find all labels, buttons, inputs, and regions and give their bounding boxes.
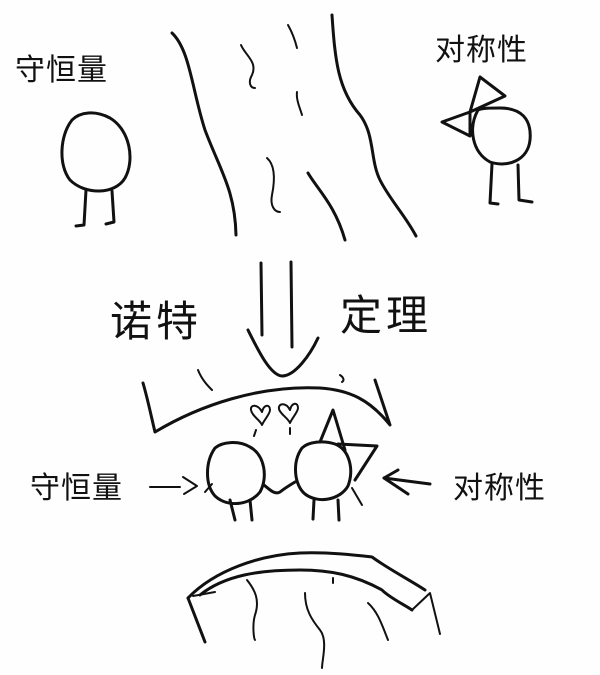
left-pointer-arrow-icon bbox=[149, 476, 198, 495]
noether-text: 诺特 bbox=[110, 297, 203, 346]
conserved-quantity-character-top bbox=[60, 111, 132, 228]
symmetry-character-top bbox=[440, 75, 534, 206]
bottom-left-label: 守恒量 bbox=[30, 471, 123, 506]
conserved-quantity-character-bottom bbox=[204, 441, 297, 522]
right-pointer-arrow-icon bbox=[382, 468, 432, 496]
down-arrow-icon bbox=[246, 260, 320, 378]
wall-lines-top bbox=[170, 13, 418, 242]
roof-arch bbox=[141, 369, 392, 434]
top-left-label: 守恒量 bbox=[15, 53, 108, 88]
bottom-right-label: 对称性 bbox=[453, 471, 546, 506]
symmetry-character-bottom bbox=[294, 408, 379, 522]
bottom-arch bbox=[186, 551, 441, 669]
top-right-label: 对称性 bbox=[435, 33, 528, 68]
heart-icons bbox=[249, 402, 299, 437]
theorem-text: 定理 bbox=[340, 291, 433, 340]
